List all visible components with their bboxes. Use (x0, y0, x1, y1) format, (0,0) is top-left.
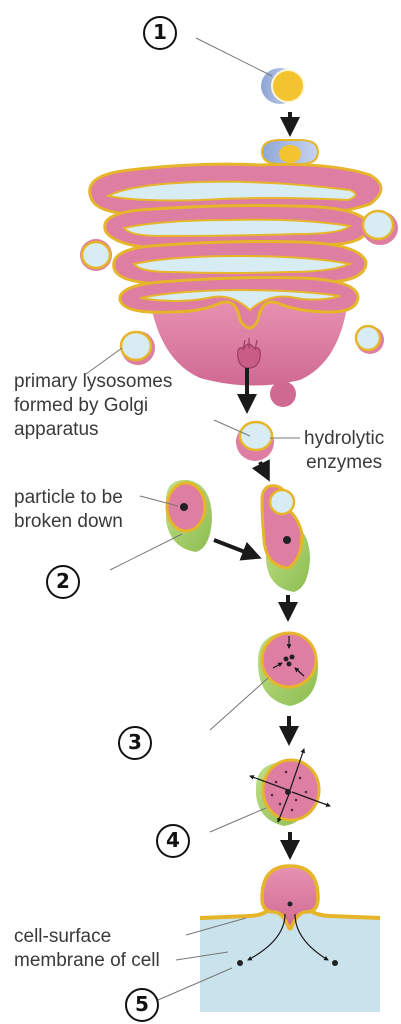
label-line: formed by Golgi (14, 395, 149, 416)
golgi-apparatus (88, 139, 383, 407)
phagocytic-vesicle (165, 479, 212, 552)
label-cell-surface-membrane: cell-surface membrane of cell (14, 925, 160, 973)
step-marker-3: 3 (118, 726, 152, 760)
label-line: membrane of cell (14, 950, 160, 971)
label-line: hydrolytic (304, 428, 385, 449)
label-primary-lysosomes: primary lysosomes formed by Golgi appara… (14, 370, 172, 442)
primary-lysosome (236, 420, 274, 461)
leader-lines (85, 37, 300, 1001)
step-marker-2: 2 (46, 565, 80, 599)
step-marker-4: 4 (156, 824, 190, 858)
label-line: cell-surface (14, 926, 112, 947)
transport-vesicle (261, 68, 305, 104)
label-particle: particle to be broken down (14, 486, 123, 534)
digested-vesicle (249, 748, 331, 826)
step-marker-5: 5 (125, 988, 159, 1022)
exocytosis-vesicle (237, 864, 338, 966)
fusing-vesicles (260, 484, 310, 592)
label-line: primary lysosomes (14, 371, 173, 392)
step-marker-1: 1 (143, 16, 177, 50)
label-line: apparatus (14, 419, 99, 440)
secondary-lysosome (258, 631, 318, 706)
label-line: enzymes (306, 452, 383, 473)
arrow-2 (251, 459, 270, 482)
arrow-fusion (213, 538, 262, 561)
label-hydrolytic-enzymes: hydrolytic enzymes (304, 427, 384, 475)
label-line: particle to be (14, 487, 123, 508)
label-line: broken down (14, 511, 123, 532)
side-vesicles (80, 209, 398, 365)
